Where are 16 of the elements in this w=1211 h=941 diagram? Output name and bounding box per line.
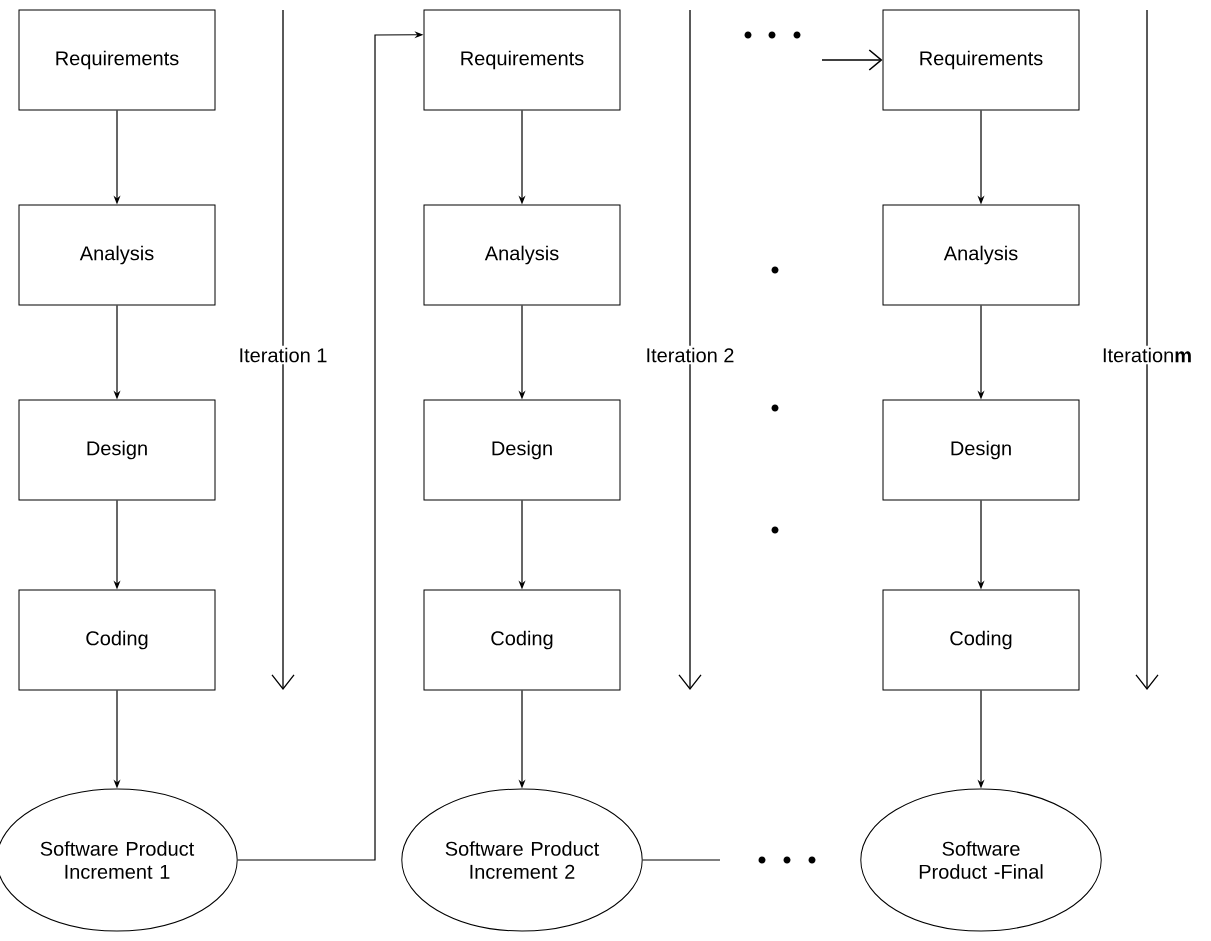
process-box: Design [423, 399, 621, 501]
process-box: Design [18, 399, 216, 501]
arrow [821, 49, 883, 71]
process-box: Coding [423, 589, 621, 691]
process-box: Coding [18, 589, 216, 691]
process-box: Design [882, 399, 1080, 501]
process-box: Coding [882, 589, 1080, 691]
process-box: Requirements [882, 9, 1080, 111]
iteration-label: Iteration 2 [643, 345, 737, 365]
process-box: Requirements [423, 9, 621, 111]
iteration-label: Iterationm [1100, 345, 1195, 365]
iteration-label: Iteration 1 [236, 345, 330, 365]
process-box: Analysis [423, 204, 621, 306]
process-box: Requirements [18, 9, 216, 111]
process-box: Analysis [882, 204, 1080, 306]
process-box: Analysis [18, 204, 216, 306]
